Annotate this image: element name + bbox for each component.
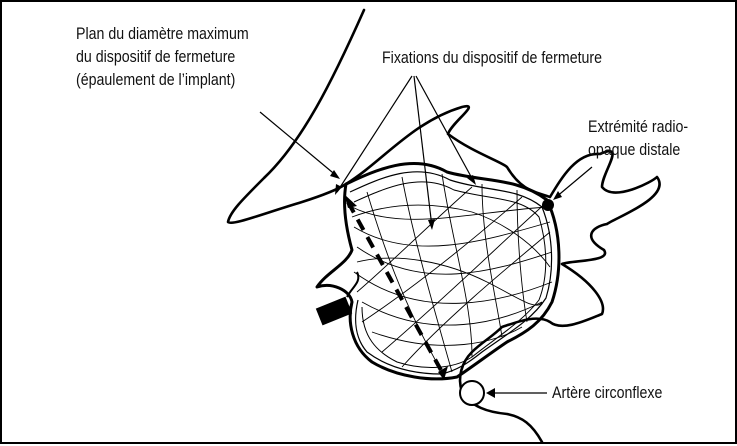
fixation-arrowhead-2 (428, 219, 435, 230)
fixation-leader-line-1 (337, 76, 412, 192)
artery-arrowhead (486, 388, 495, 398)
fixation-leader-line-2 (414, 76, 432, 227)
plane-label-line-2: du dispositif de fermeture (76, 46, 235, 69)
plane-label-line-1: Plan du diamètre maximum (76, 23, 249, 46)
marker-label-line-1: Extrémité radio- (588, 116, 688, 139)
marker-label-line-2: opaque distale (588, 139, 680, 162)
occluder-device (317, 164, 559, 379)
radiopaque-marker (542, 199, 554, 211)
plane-label-line-3: (épaulement de l’implant) (76, 69, 235, 92)
fixations-label: Fixations du dispositif de fermeture (382, 47, 602, 70)
artery-label: Artère circonflexe (552, 382, 662, 405)
circumflex-artery (460, 381, 484, 405)
plane-leader-line (260, 112, 338, 177)
